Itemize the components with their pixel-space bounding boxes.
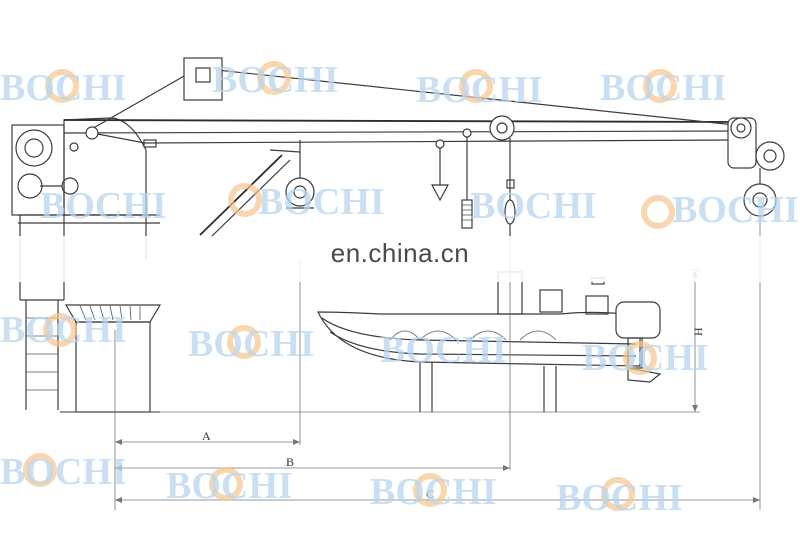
svg-text:BOCHI: BOCHI xyxy=(470,185,597,227)
svg-text:BOCHI: BOCHI xyxy=(370,471,497,513)
site-watermark-band xyxy=(0,236,800,282)
counterweight xyxy=(431,184,449,202)
dimension-b-label: B xyxy=(286,455,294,469)
svg-text:BOCHI: BOCHI xyxy=(0,67,127,109)
svg-text:BOCHI: BOCHI xyxy=(556,477,683,519)
svg-text:BOCHI: BOCHI xyxy=(0,451,127,493)
svg-text:BOCHI: BOCHI xyxy=(258,181,385,223)
guide-sheave xyxy=(489,115,515,141)
head-sheave xyxy=(755,141,785,171)
boom-pivot xyxy=(85,126,99,140)
luffing-cylinder xyxy=(199,154,283,236)
svg-text:BOCHI: BOCHI xyxy=(582,337,709,379)
svg-text:BOCHI: BOCHI xyxy=(0,309,127,351)
svg-text:BOCHI: BOCHI xyxy=(600,67,727,109)
dimension-a-label: A xyxy=(202,429,211,443)
dimension-c-label: C xyxy=(426,487,434,501)
gear-watermark-icon xyxy=(23,61,677,511)
spring-damper xyxy=(461,199,473,229)
svg-text:BOCHI: BOCHI xyxy=(188,323,315,365)
hull-fenders xyxy=(389,330,557,341)
svg-text:BOCHI: BOCHI xyxy=(416,69,543,111)
brand-text-watermark: BOCHI BOCHI BOCHI BOCHI BOCHI BOCHI BOCH… xyxy=(0,59,799,519)
boat-seat xyxy=(585,295,609,315)
boom-top-sheave-block xyxy=(183,57,223,101)
svg-text:BOCHI: BOCHI xyxy=(40,185,167,227)
hoist-tackle xyxy=(285,115,516,240)
site-watermark-text: en.china.cn xyxy=(330,238,470,268)
rescue-boat xyxy=(317,271,662,412)
svg-text:BOCHI: BOCHI xyxy=(672,189,799,231)
outboard-motor xyxy=(615,301,661,339)
winch-drum-lower xyxy=(17,173,43,199)
brand-watermark: BOCHI BOCHI BOCHI BOCHI BOCHI BOCHI BOCH… xyxy=(0,59,799,519)
svg-text:BOCHI: BOCHI xyxy=(166,465,293,507)
dimension-h-label: H xyxy=(691,327,705,336)
svg-text:BOCHI: BOCHI xyxy=(380,329,507,371)
winch-drum-upper xyxy=(15,129,53,167)
svg-text:BOCHI: BOCHI xyxy=(212,59,339,101)
